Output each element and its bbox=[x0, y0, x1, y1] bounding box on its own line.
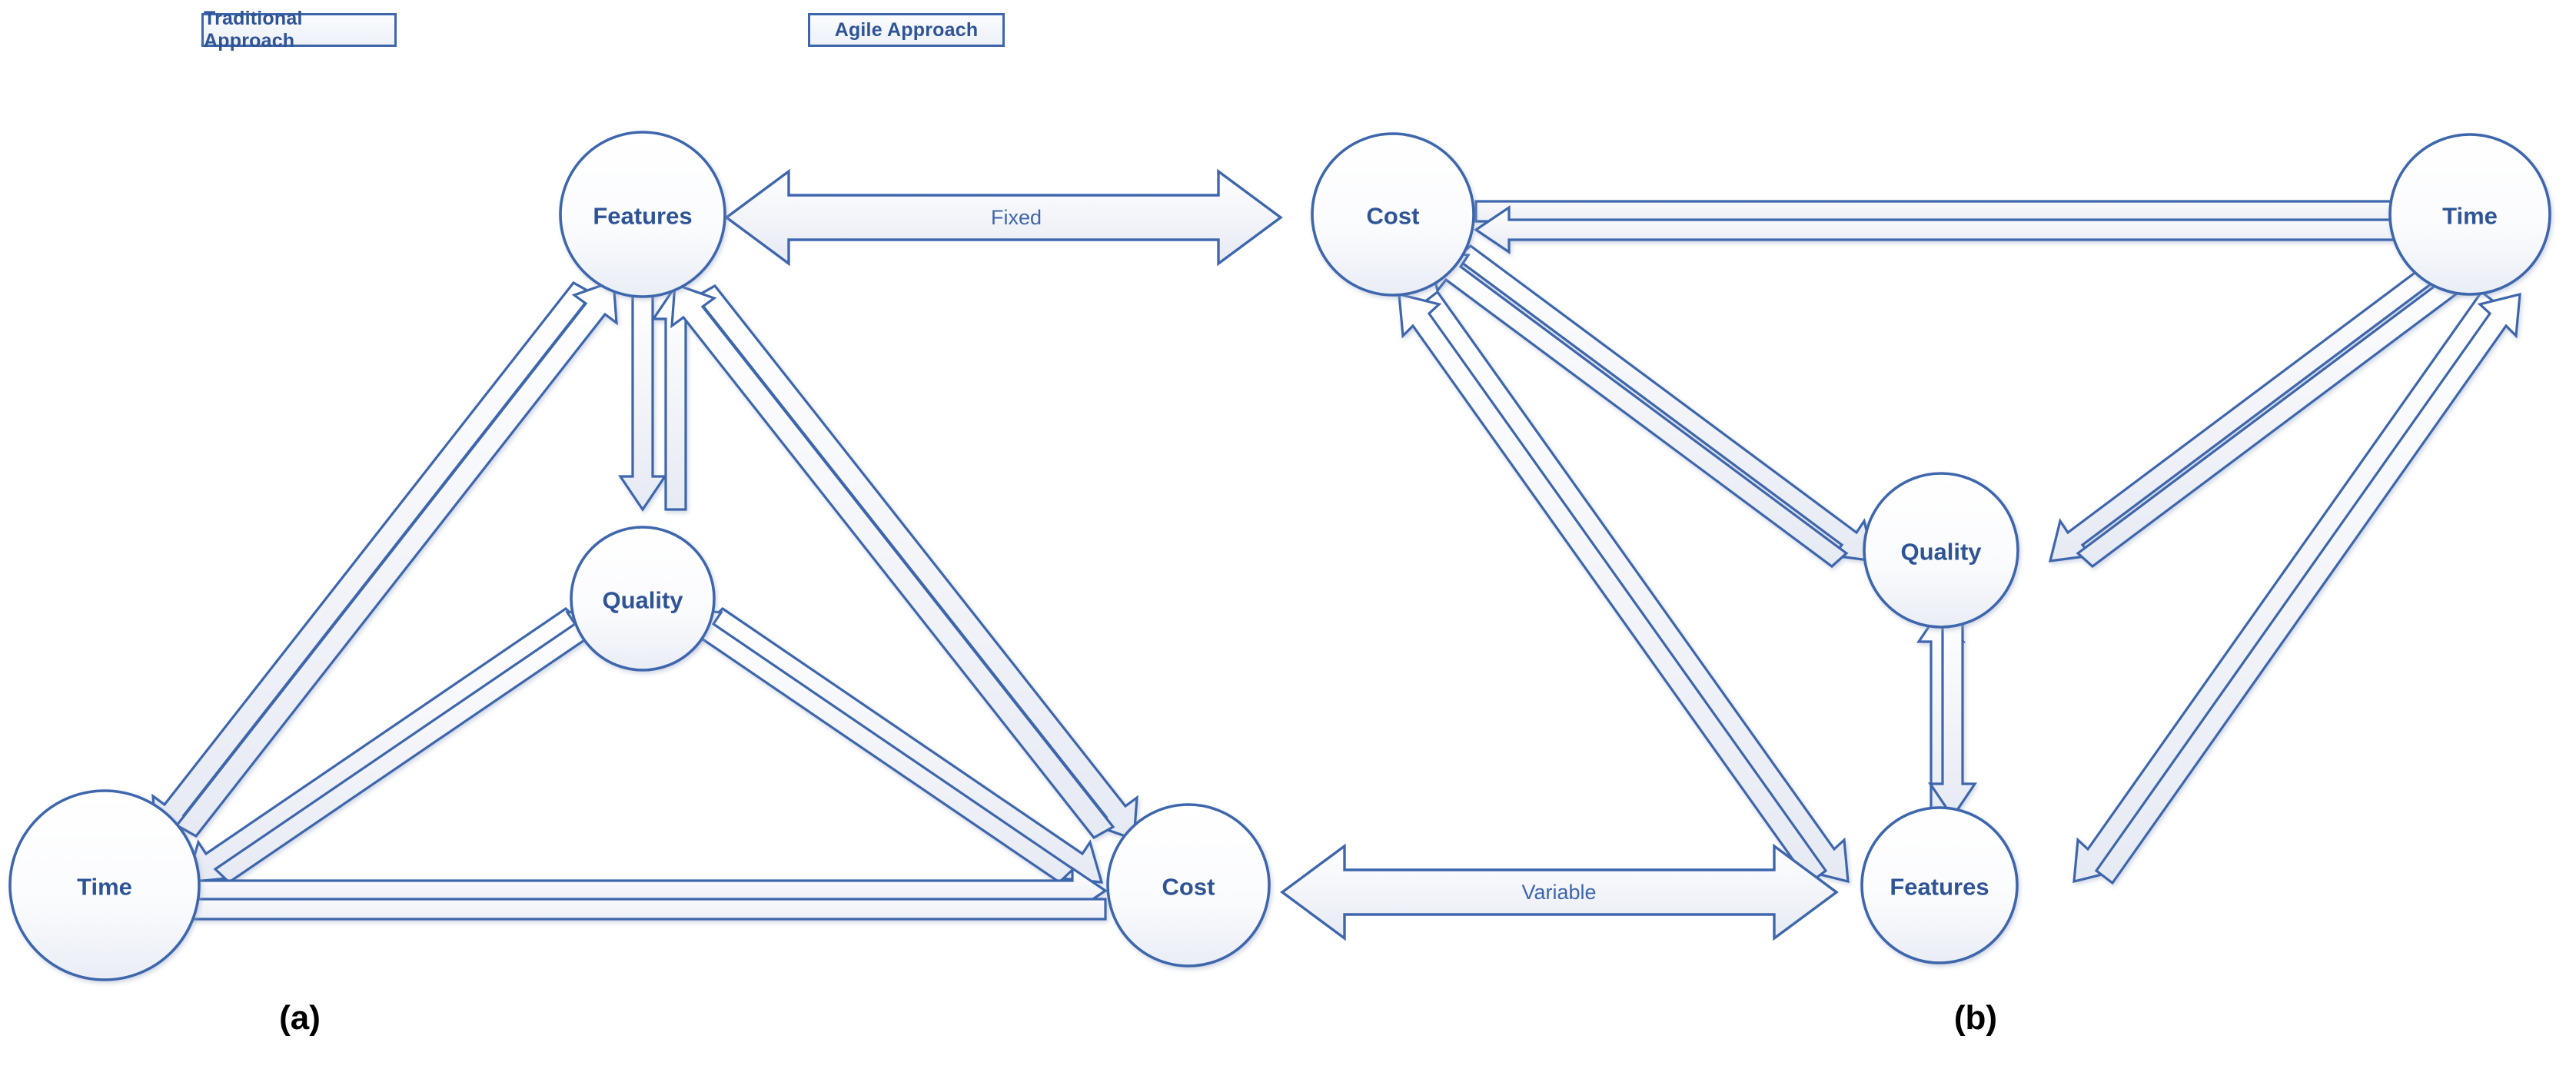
figure-caption-a: (a) bbox=[279, 999, 321, 1037]
panel-title-traditional: Traditional Approach bbox=[201, 8, 397, 51]
node-traditional-quality[interactable]: Quality bbox=[570, 526, 716, 672]
node-agile-time[interactable]: Time bbox=[2388, 133, 2551, 296]
edges-agile bbox=[1398, 186, 2521, 885]
node-traditional-time[interactable]: Time bbox=[8, 789, 201, 981]
node-circle bbox=[1863, 472, 2019, 629]
nodes-traditional: Features Quality Time Cost bbox=[8, 131, 1271, 981]
node-circle bbox=[570, 526, 716, 672]
nodes-agile: Cost Time Quality Features bbox=[1311, 132, 2551, 964]
node-label: Features bbox=[593, 203, 692, 230]
node-label: Quality bbox=[1900, 539, 1982, 566]
node-circle bbox=[1860, 806, 2019, 964]
variable-connector-arrow bbox=[1280, 843, 1839, 941]
node-circle bbox=[1106, 803, 1271, 967]
node-label: Cost bbox=[1162, 874, 1215, 901]
node-agile-cost[interactable]: Cost bbox=[1311, 132, 1475, 297]
node-circle bbox=[1311, 132, 1475, 297]
node-traditional-cost[interactable]: Cost bbox=[1106, 803, 1271, 967]
panel-title-agile: Agile Approach bbox=[808, 13, 1005, 47]
node-agile-features[interactable]: Features bbox=[1860, 806, 2019, 964]
node-label: Quality bbox=[602, 587, 683, 614]
node-label: Features bbox=[1890, 874, 1989, 901]
node-circle bbox=[2388, 133, 2551, 296]
node-agile-quality[interactable]: Quality bbox=[1863, 472, 2019, 629]
node-traditional-features[interactable]: Features bbox=[559, 131, 726, 298]
node-label: Cost bbox=[1367, 203, 1420, 230]
fixed-connector-arrow bbox=[724, 168, 1283, 267]
node-circle bbox=[8, 789, 201, 981]
cross-connectors bbox=[724, 168, 1839, 941]
figure-caption-b: (b) bbox=[1953, 999, 1998, 1037]
connector-labels: Fixed Variable bbox=[991, 206, 1597, 904]
fixed-connector-label: Fixed bbox=[991, 206, 1042, 229]
node-label: Time bbox=[77, 874, 132, 901]
node-label: Time bbox=[2442, 203, 2498, 230]
node-circle bbox=[559, 131, 726, 298]
edges-traditional bbox=[104, 279, 1138, 934]
variable-connector-label: Variable bbox=[1521, 881, 1596, 904]
